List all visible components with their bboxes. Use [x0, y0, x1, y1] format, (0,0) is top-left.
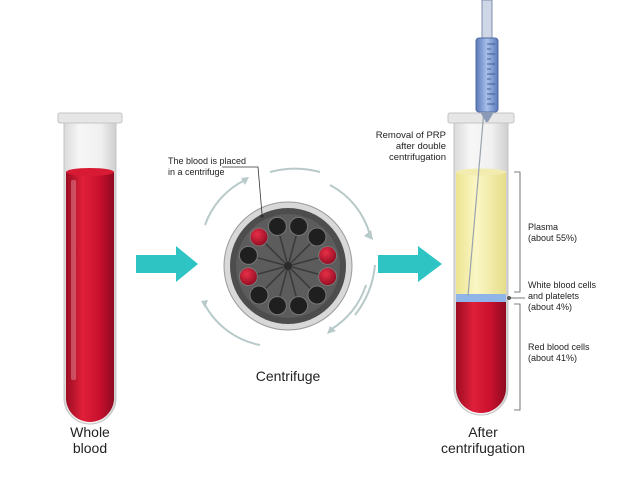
wbc-line1: White blood cells	[528, 280, 597, 290]
wbc-line3: (about 4%)	[528, 302, 573, 312]
placed-annotation: The blood is placed in a centrifuge	[168, 156, 278, 178]
after-label-line2: centrifugation	[440, 440, 526, 456]
centrifuge-label: Centrifuge	[255, 368, 321, 384]
rotor-slot-empty	[289, 296, 309, 316]
removal-line1: Removal of PRP	[375, 130, 446, 141]
arrow-to-centrifuge	[136, 246, 198, 282]
layer-brackets	[506, 171, 525, 411]
rotation-arrows-icon	[204, 167, 376, 346]
wbc-label: White blood cells and platelets (about 4…	[528, 280, 618, 313]
rbc-line1: Red blood cells	[528, 342, 590, 352]
after-tube	[447, 109, 515, 416]
rotor-slot-empty	[307, 285, 327, 305]
whole-blood-label-line1: Whole	[70, 424, 110, 440]
rotor-slot-empty	[267, 216, 287, 236]
placed-pointer	[222, 166, 264, 218]
rotor-slot-empty	[289, 216, 309, 236]
rbc-label: Red blood cells (about 41%)	[528, 342, 616, 364]
removal-line2: after double	[395, 141, 446, 152]
plasma-label: Plasma (about 55%)	[528, 222, 616, 244]
whole-blood-tube	[57, 112, 123, 425]
removal-annotation: Removal of PRP after double centrifugati…	[356, 130, 446, 163]
whole-blood-label-line2: blood	[72, 440, 108, 456]
after-label-line1: After	[468, 424, 498, 440]
after-centrifugation-label: After centrifugation	[428, 424, 538, 456]
rotor-slot-empty	[267, 296, 287, 316]
placed-line2: in a centrifuge	[168, 167, 225, 177]
wbc-line2: and platelets	[528, 291, 580, 301]
syringe-icon	[475, 0, 499, 122]
whole-blood-label: Whole blood	[52, 424, 128, 456]
rotor-slot-empty	[307, 227, 327, 247]
rotor-slot-empty	[249, 285, 269, 305]
rotor-tube-filled	[318, 245, 338, 265]
rbc-line2: (about 41%)	[528, 353, 578, 363]
removal-line3: centrifugation	[388, 152, 446, 163]
plasma-line2: (about 55%)	[528, 233, 578, 243]
rotor-tube-filled	[249, 227, 269, 247]
rotor-tube-filled	[318, 267, 338, 287]
rotor-tube-filled	[238, 267, 258, 287]
centrifuge	[201, 167, 376, 346]
plasma-line1: Plasma	[528, 222, 559, 232]
arrow-to-result	[378, 246, 442, 282]
placed-line1: The blood is placed	[168, 156, 247, 166]
rotor-slot-empty	[238, 245, 258, 265]
